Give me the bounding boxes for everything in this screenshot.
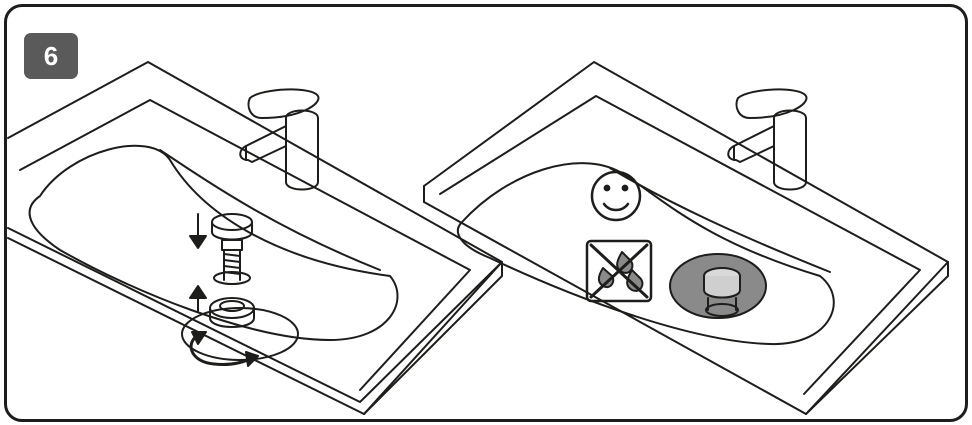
smiley-icon [590, 170, 642, 222]
faucet-right [727, 88, 808, 191]
down-arrow-icon [189, 213, 207, 249]
threaded-stem [213, 249, 251, 285]
drain-flange [181, 307, 299, 361]
up-arrow-icon [189, 285, 207, 313]
sink-right [423, 61, 949, 415]
drain-plug [211, 213, 253, 251]
no-water-drops-icon [585, 239, 653, 303]
faucet-left [239, 88, 320, 191]
installed-drain-plug [669, 253, 767, 319]
step-number-badge: 6 [24, 33, 78, 79]
rotate-arrow-icon [189, 331, 259, 367]
sink-left [7, 61, 503, 415]
instruction-frame: 6 [4, 4, 968, 422]
